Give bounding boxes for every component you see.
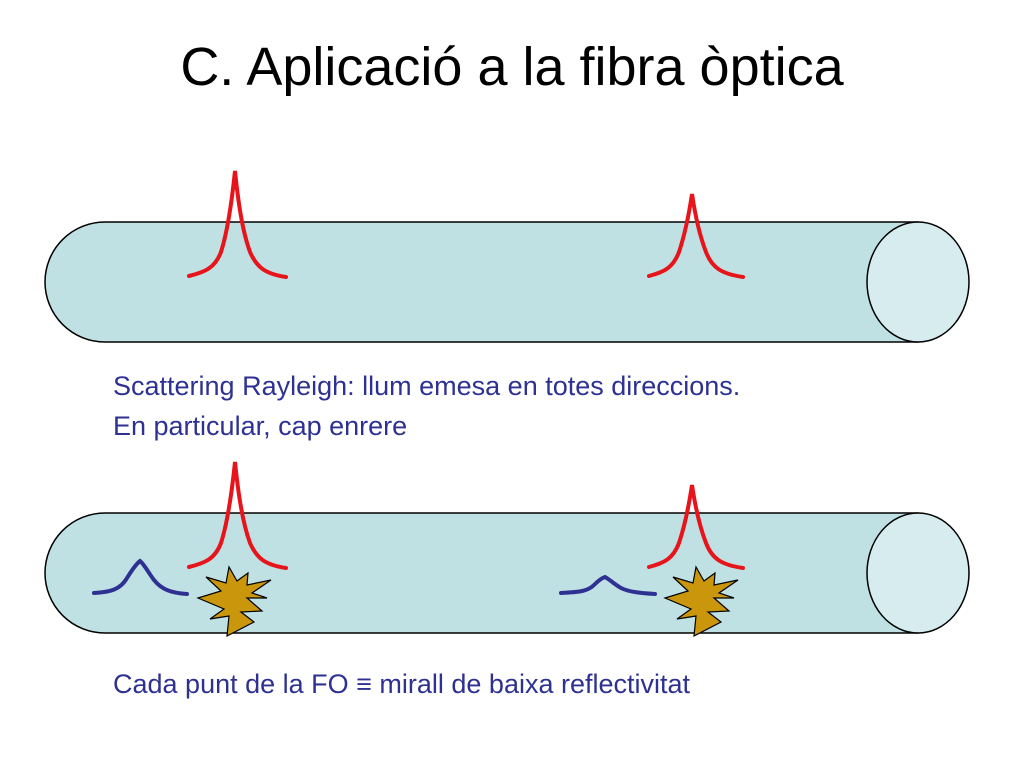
- forward-pulse-3: [187, 461, 288, 570]
- slide-title: C. Aplicació a la fibra òptica: [180, 37, 844, 97]
- forward-pulse-4: [647, 484, 745, 570]
- forward-pulse-2: [647, 193, 745, 279]
- reflectivity-caption: Cada punt de la FO ≡ mirall de baixa ref…: [113, 669, 691, 699]
- caption-line-1: Scattering Rayleigh: llum emesa en totes…: [113, 371, 741, 401]
- star-burst-icon: [196, 565, 272, 638]
- fiber-top-end-face: [866, 221, 970, 343]
- backscatter-pulse-2: [559, 574, 657, 596]
- backscatter-pulse-1: [92, 558, 189, 596]
- fiber-bottom: [44, 512, 970, 634]
- fiber-top: [44, 221, 970, 343]
- fiber-top-body: [44, 221, 919, 343]
- fiber-bottom-body: [44, 512, 919, 634]
- star-burst-icon: [663, 565, 739, 638]
- forward-pulse-1: [187, 170, 288, 279]
- caption-line-2: En particular, cap enrere: [113, 411, 408, 441]
- fiber-bottom-end-face: [866, 512, 970, 634]
- rayleigh-caption: Scattering Rayleigh: llum emesa en totes…: [113, 366, 740, 446]
